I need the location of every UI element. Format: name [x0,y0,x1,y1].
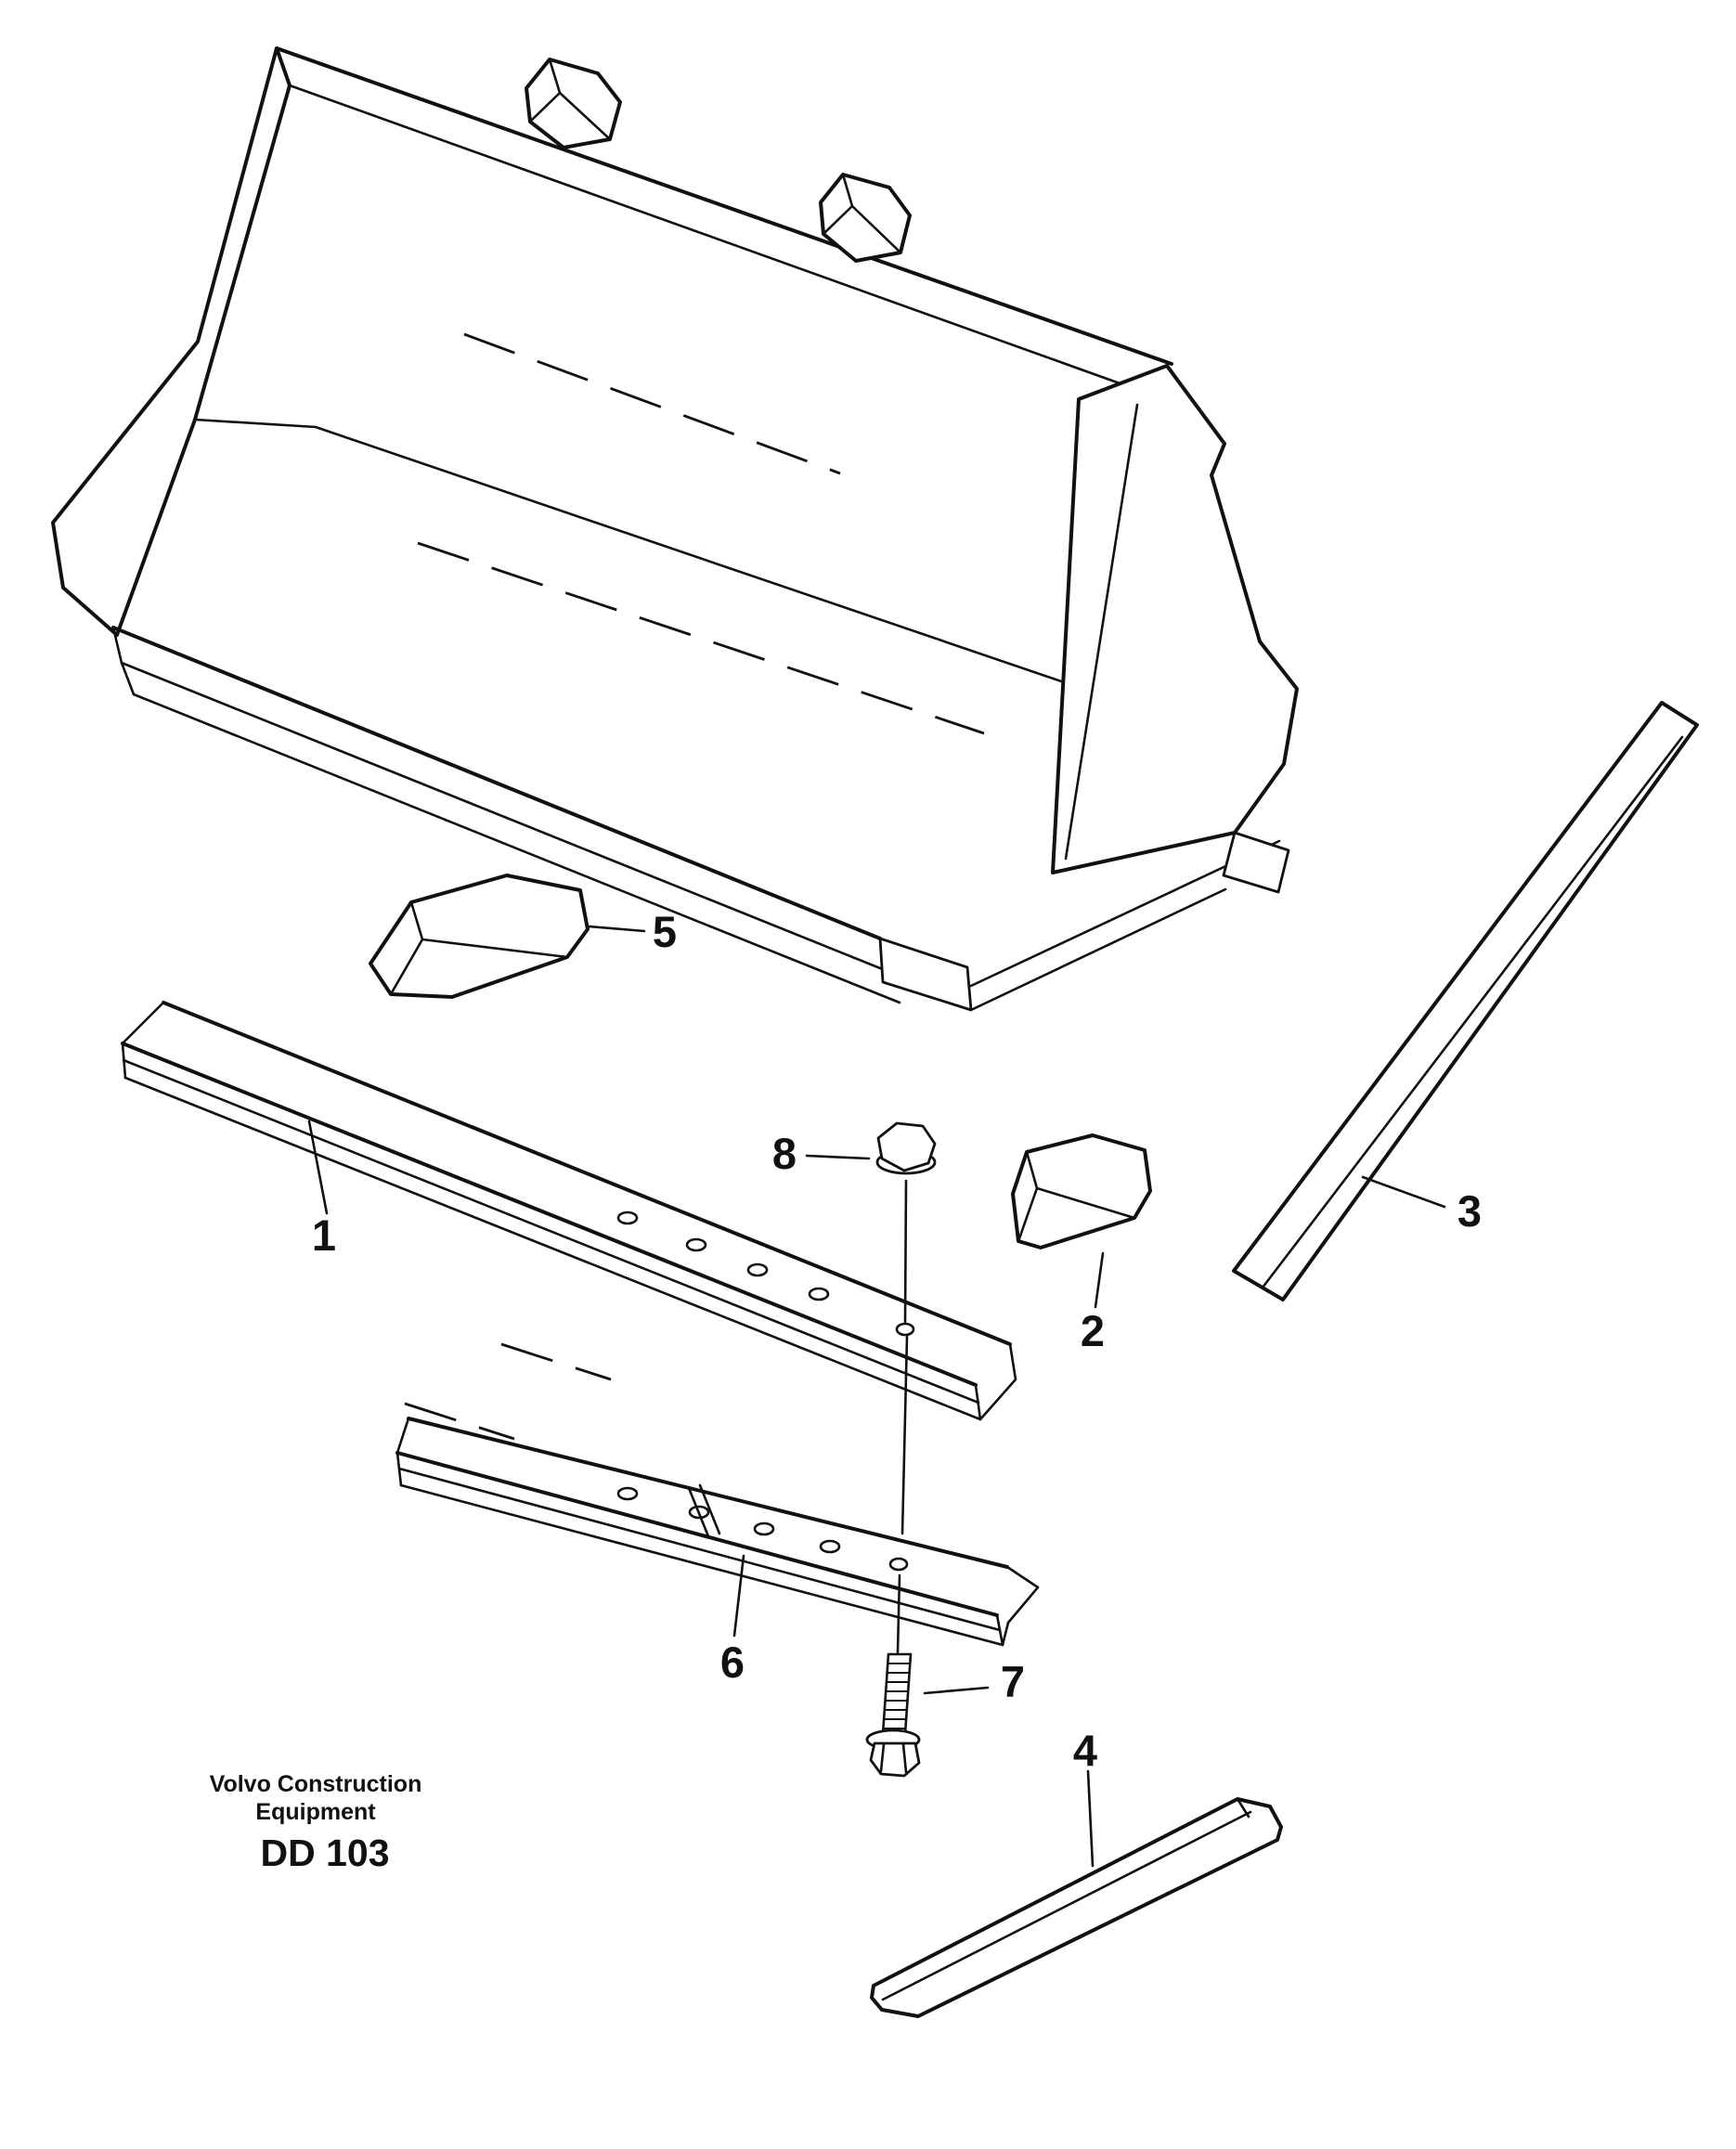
part-6-thickness-line [399,1483,1004,1647]
part-6-bottom-edge [395,1451,999,1617]
leader-line-1 [307,1120,329,1215]
part-5-outline [369,874,589,999]
part-1-bottom-edge [121,1042,978,1387]
bolt-head-facet2 [901,1742,908,1774]
part-1-bolt-hole [895,1322,915,1337]
bolt-shank-left [881,1652,890,1736]
drawing-code: DD 103 [260,1832,389,1874]
part-3-outline [1232,701,1699,1301]
part-2-outline [1011,1133,1152,1249]
brand-line-1: Volvo Construction [210,1771,422,1797]
bucket-front-edge-bottom [132,693,901,1004]
callout-1: 1 [312,1210,336,1260]
part-1-bevel-crease [122,1058,980,1405]
part-2-edge-segment [1011,1133,1152,1249]
callout-numbers: 1 2 3 4 5 6 7 8 [312,907,1482,1775]
callout-8: 8 [772,1129,797,1178]
part-6-hole [753,1521,775,1536]
bolt-shank-right [903,1652,913,1736]
bucket-left-side-plate [51,46,291,637]
callout-5: 5 [653,907,677,956]
bolt-head-hex [869,1741,921,1778]
leader-line-6 [732,1554,745,1638]
bucket-front-edge-mid [120,661,891,974]
part-4-fold-line [881,1810,1252,2001]
callout-7: 7 [1001,1657,1025,1706]
part-5-corner-shroud [369,874,589,999]
part-1-hole [746,1262,769,1277]
bucket-lug-1-facet2 [528,91,562,123]
part-1-top-edge [162,1001,1012,1346]
part-4-outline [870,1797,1283,2018]
part-3-fold-line [1261,735,1684,1289]
nut-hex [876,1121,937,1172]
callout-leader-lines [307,925,1446,1868]
part-1-right-cap [974,1383,982,1421]
part-6-left-cap [395,1417,410,1487]
bolt-head-facet [879,1742,886,1773]
part-8-flange-nut [875,1121,937,1535]
part-6-hole [819,1539,841,1554]
part-1-cutting-edge-bar [121,1001,1017,1421]
brand-line-2: Equipment [255,1799,376,1825]
callout-6: 6 [720,1638,745,1687]
bucket-right-side-plate [1051,364,1299,874]
part-1-left-cap [121,1001,165,1080]
part-5-facet2 [389,938,424,996]
part-1-hole [616,1210,639,1225]
title-block: Volvo Construction Equipment DD 103 [210,1771,422,1874]
leader-line-2 [1094,1251,1105,1309]
callout-2: 2 [1081,1306,1105,1355]
leader-line-3 [1361,1175,1446,1209]
leader-line-4 [1086,1769,1095,1868]
assembly-axis-line-upper [903,1179,908,1324]
part-6-top-edge [407,1417,1009,1569]
bucket-backwall-dashed-line [463,332,841,475]
part-6-hole [688,1505,710,1520]
part-6-hole [616,1486,639,1501]
part-3-side-edge-strip [1232,701,1699,1301]
assembly-axis-line-lower [896,1573,901,1654]
bucket-bottom-rear-edge2 [969,887,1227,1012]
bucket-top-rim-inner [288,84,1160,399]
part-6-right-bevel [1005,1565,1040,1625]
bucket-floor-dashed-line [417,541,985,735]
bucket-top-rim-outer [275,46,1173,366]
part-6-seam-line-2 [698,1483,721,1535]
part-1-hole [808,1287,830,1301]
part-6-break-line-2 [404,1402,515,1441]
leader-line-5 [587,925,646,933]
bucket-front-edge-top [111,626,882,940]
part-1-right-bevel [978,1342,1017,1421]
callout-3: 3 [1457,1186,1482,1236]
bucket-front-edge-left-cap [111,626,136,696]
part-6-right-cap [995,1613,1010,1647]
bolt-threads [883,1663,910,1729]
part-4-tip-crease [1236,1797,1250,1819]
part-1-hole [685,1237,707,1252]
bucket-rim-left-cap [275,46,291,87]
loader-bucket-drawing [51,46,1299,1012]
part-6-bolt-hole [888,1557,909,1572]
part-7-plow-bolt [865,1573,921,1778]
part-1-thickness-line [123,1076,982,1421]
part-2-facet2 [1017,1186,1039,1243]
part-1-body [123,1003,1016,1419]
part-6-seam-line-1 [687,1486,710,1538]
leader-line-8 [805,1154,871,1160]
part-6-break-line-1 [500,1342,612,1381]
part-4-wear-strip [870,1797,1283,2018]
bucket-right-bottom-foot [1222,831,1290,894]
leader-line-7 [923,1686,990,1695]
bucket-right-plate-inner-line [1064,403,1139,861]
assembly-axis-line-mid [900,1335,909,1535]
bucket-lug-2-facet2 [822,204,854,236]
callout-4: 4 [1073,1726,1097,1775]
bucket-fold-line [193,418,1074,687]
